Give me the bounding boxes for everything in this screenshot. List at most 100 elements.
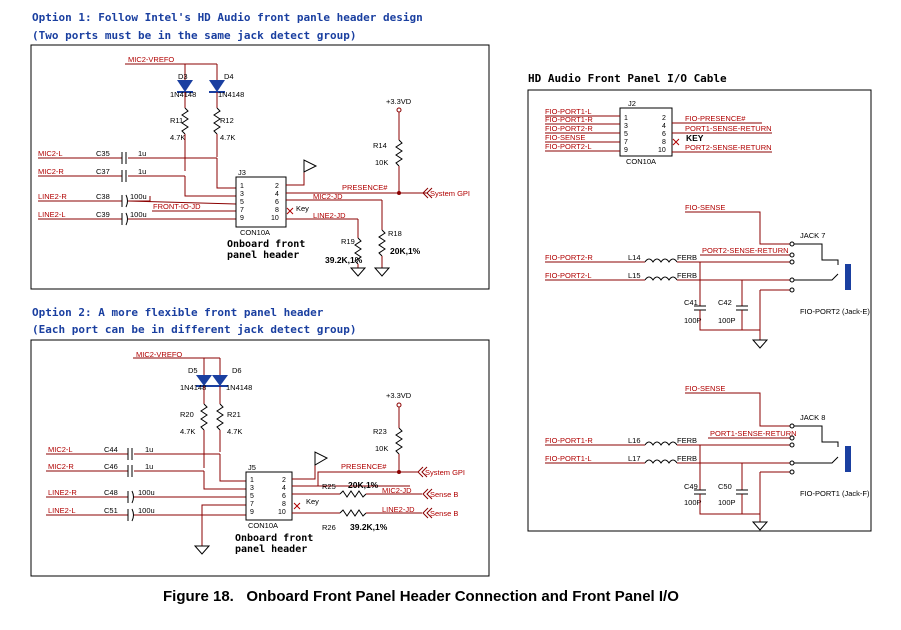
opt1-mic2jd-label: MIC2-JD (313, 192, 343, 201)
cable-title: HD Audio Front Panel I/O Cable (528, 72, 727, 85)
cable-fio-port1r-label: FIO-PORT1-R (545, 115, 593, 124)
opt2-r20-resistor-icon (200, 403, 208, 431)
cable-jack8-port1-sense-return-label: PORT1-SENSE-RETURN (710, 429, 797, 438)
cable-frame (527, 89, 872, 532)
option2-frame (30, 339, 490, 577)
cable-c49-value: 100P (684, 498, 702, 507)
cable-jack7-icon (845, 264, 851, 290)
opt1-d4-label: D4 (224, 72, 234, 81)
cable-fio-port2r-label: FIO-PORT2-R (545, 124, 593, 133)
cable-l14-value: FERB (677, 253, 697, 262)
opt2-presence-label: PRESENCE# (341, 462, 387, 471)
opt2-d6-label: D6 (232, 366, 242, 375)
opt2-c44-value: 1u (145, 445, 153, 454)
opt1-j3-label: J3 (238, 168, 246, 177)
svg-text:1: 1 (624, 115, 628, 122)
opt1-c37-value: 1u (138, 167, 146, 176)
svg-text:4: 4 (662, 123, 666, 130)
opt2-c46-label: C46 (104, 462, 118, 471)
opt1-c35-value: 1u (138, 149, 146, 158)
svg-text:10: 10 (271, 215, 279, 222)
opt1-ground-flag-icon (303, 159, 318, 173)
opt2-r21-label: R21 (227, 410, 241, 419)
opt1-header-line1: Onboard front (227, 239, 305, 250)
cable-c50-label: C50 (718, 482, 732, 491)
svg-text:7: 7 (250, 501, 254, 508)
opt2-line2jd-label: LINE2-JD (382, 505, 415, 514)
opt2-r26-label: R26 (322, 523, 336, 532)
cable-jack7-fio-port2l-label: FIO-PORT2-L (545, 271, 592, 280)
opt2-vcc-label: +3.3VD (386, 391, 412, 400)
opt2-r26-value: 39.2K,1% (350, 522, 388, 532)
option1-frame (30, 44, 490, 290)
svg-text:3: 3 (240, 191, 244, 198)
cable-jack8-label: JACK 8 (800, 413, 825, 422)
opt1-key-label: Key (296, 204, 309, 213)
cable-l17-value: FERB (677, 454, 697, 463)
opt2-header-line1: Onboard front (235, 533, 313, 544)
opt1-r14-label: R14 (373, 141, 387, 150)
option1-circuit: MIC2-VREFO D3 D4 1N4148 1N4148 R11 R12 4… (38, 55, 470, 277)
cable-l14-inductor-icon (644, 258, 678, 263)
cable-l17-inductor-icon (644, 459, 678, 464)
cable-j2-connector (619, 107, 673, 157)
opt1-d3-diode-icon (177, 80, 193, 92)
opt1-r18-label: R18 (388, 229, 402, 238)
svg-text:9: 9 (240, 215, 244, 222)
cable-l14-label: L14 (628, 253, 641, 262)
opt2-r20-value: 4.7K (180, 427, 195, 436)
opt2-sysgpi-label: System GPI (425, 468, 465, 477)
opt2-c46-value: 1u (145, 462, 153, 471)
svg-text:7: 7 (240, 207, 244, 214)
opt1-gnd-r18-icon (373, 267, 391, 277)
opt1-r12-label: R12 (220, 116, 234, 125)
opt2-key-label: Key (306, 497, 319, 506)
opt2-line2r-label: LINE2-R (48, 488, 77, 497)
opt2-j5-label: J5 (248, 463, 256, 472)
cable-c42-value: 100P (718, 316, 736, 325)
svg-text:5: 5 (624, 131, 628, 138)
cable-port1-sense-return-label: PORT1-SENSE-RETURN (685, 124, 772, 133)
opt2-c44-label: C44 (104, 445, 118, 454)
opt1-d3-label: D3 (178, 72, 188, 81)
opt2-d5-diode-icon (196, 375, 212, 386)
svg-text:6: 6 (662, 131, 666, 138)
option2-subtitle: (Each port can be in different jack dete… (32, 323, 357, 336)
opt1-r19-value: 39.2K,1% (325, 255, 363, 265)
opt2-j5-connector (245, 471, 293, 521)
cable-jack7-port2-sense-return-label: PORT2-SENSE-RETURN (702, 246, 789, 255)
opt2-senseb2-label: Sense B (430, 509, 458, 518)
opt1-r19-label: R19 (341, 237, 355, 246)
opt2-r23-label: R23 (373, 427, 387, 436)
opt2-r25-resistor-icon (339, 490, 367, 498)
svg-text:9: 9 (250, 509, 254, 516)
opt1-mic2l-label: MIC2-L (38, 149, 63, 158)
cable-jack8-icon (845, 446, 851, 472)
opt1-line2r-label: LINE2-R (38, 192, 67, 201)
svg-text:3: 3 (250, 485, 254, 492)
opt2-mic2l-label: MIC2-L (48, 445, 73, 454)
opt1-r19-resistor-icon (354, 237, 362, 265)
opt1-r11-resistor-icon (181, 107, 189, 135)
cable-c49-label: C49 (684, 482, 698, 491)
cable-jack8-fio-port1l-label: FIO-PORT1-L (545, 454, 592, 463)
option2-title: Option 2: A more flexible front panel he… (32, 306, 324, 319)
cable-c50-value: 100P (718, 498, 736, 507)
svg-text:4: 4 (275, 191, 279, 198)
opt2-mic2jd-label: MIC2-JD (382, 486, 412, 495)
cable-l17-label: L17 (628, 454, 641, 463)
cable-l16-label: L16 (628, 436, 641, 445)
cable-fio-port2l-label: FIO-PORT2-L (545, 142, 592, 151)
opt2-r21-value: 4.7K (227, 427, 242, 436)
cable-fio-port1l-label: FIO-PORT1-L (545, 107, 592, 116)
cable-jack7-fio-sense-label: FIO-SENSE (685, 203, 725, 212)
opt1-j3-value: CON10A (240, 228, 270, 237)
cable-l16-value: FERB (677, 436, 697, 445)
opt1-r12-value: 4.7K (220, 133, 235, 142)
opt2-d6-value: 1N4148 (226, 383, 252, 392)
opt2-c51-label: C51 (104, 506, 118, 515)
opt2-r25-value: 20K,1% (348, 480, 379, 490)
opt2-c51-value: 100u (138, 506, 155, 515)
cable-jack8-fio-port1r-label: FIO-PORT1-R (545, 436, 593, 445)
